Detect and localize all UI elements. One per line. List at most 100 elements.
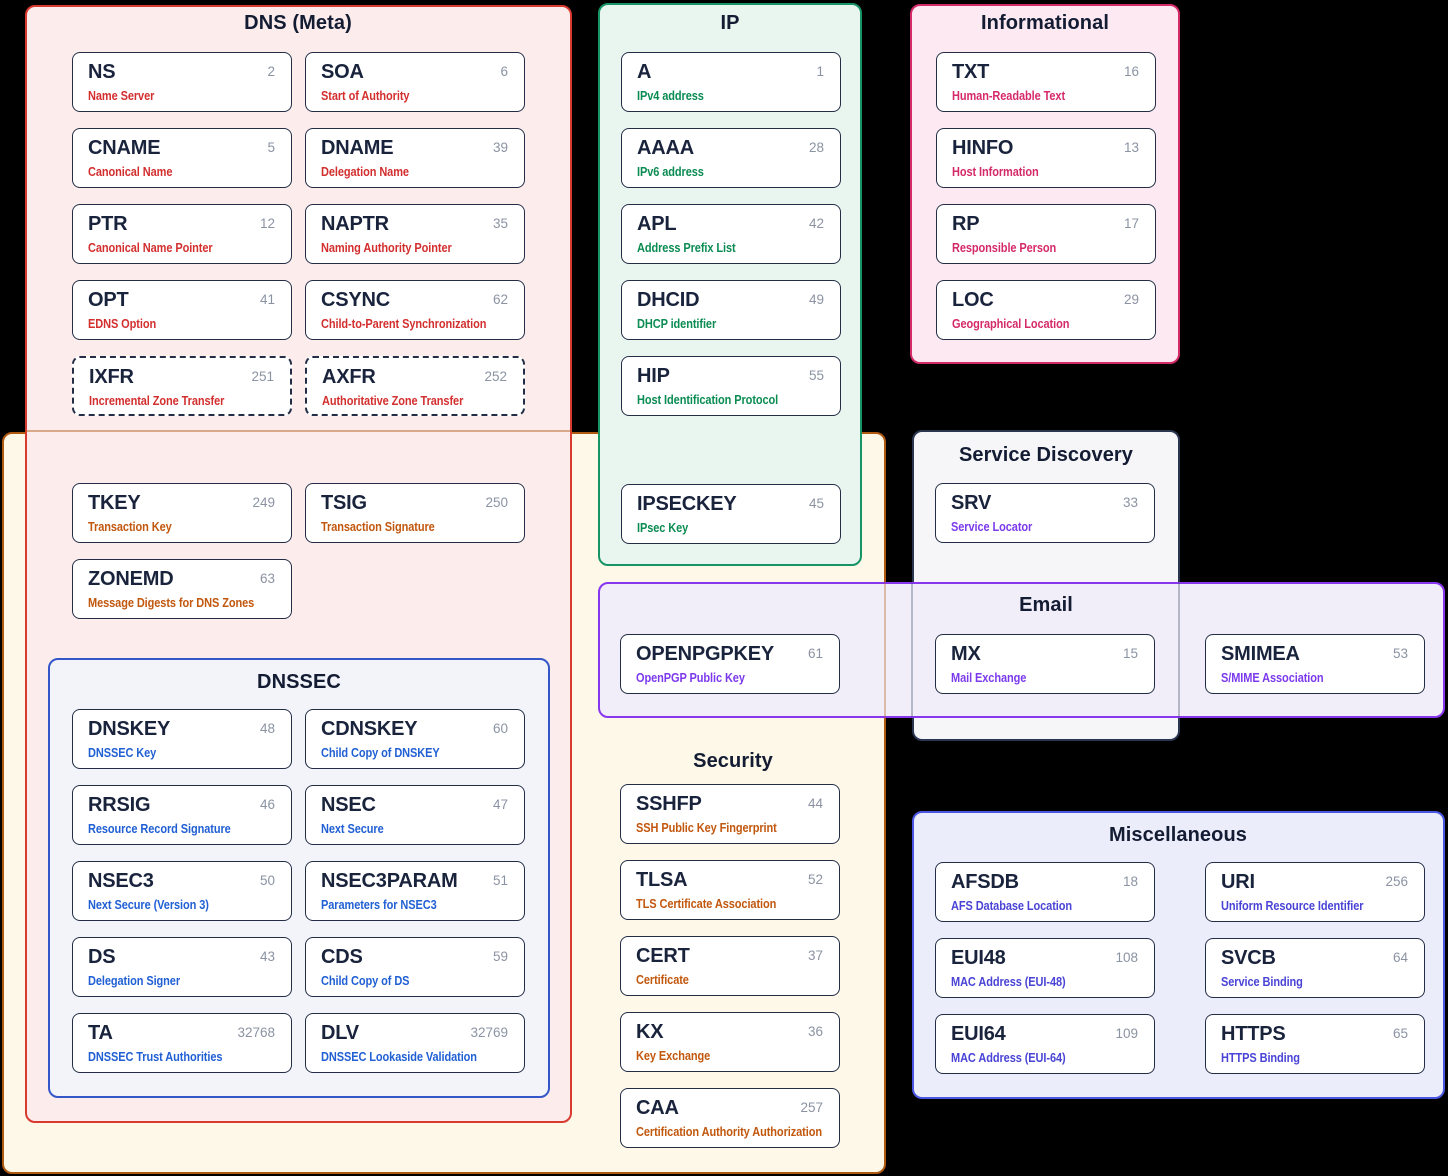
record-description: SSH Public Key Fingerprint — [636, 821, 777, 835]
record-description: Human-Readable Text — [952, 89, 1066, 103]
record-type-id: 59 — [492, 949, 508, 964]
record-description: Message Digests for DNS Zones — [88, 596, 255, 610]
record-type-id: 5 — [267, 140, 275, 155]
record-type-id: 45 — [808, 496, 824, 511]
record-type: LOC — [952, 289, 994, 311]
category-title-email: Email — [1019, 594, 1073, 616]
record-type-id: 15 — [1122, 646, 1138, 661]
record-description: AFS Database Location — [951, 899, 1073, 913]
record-type: AAAA — [637, 137, 694, 159]
record-type-id: 46 — [259, 797, 275, 812]
record-type: TLSA — [636, 869, 688, 891]
record-type: NSEC — [321, 794, 376, 816]
record-description: Authoritative Zone Transfer — [322, 394, 464, 408]
record-type-id: 36 — [807, 1024, 823, 1039]
record-type-id: 64 — [1392, 950, 1408, 965]
record-type: IXFR — [89, 366, 134, 388]
record-type-id: 49 — [808, 292, 824, 307]
record-type: TA — [88, 1022, 113, 1044]
record-type: NAPTR — [321, 213, 389, 235]
box-border-overlap-line — [911, 583, 913, 717]
record-type-id: 52 — [807, 872, 823, 887]
record-description: Resource Record Signature — [88, 822, 231, 836]
record-type: CNAME — [88, 137, 161, 159]
record-type: EUI64 — [951, 1023, 1006, 1045]
record-description: IPv6 address — [637, 165, 704, 179]
record-description: DHCP identifier — [637, 317, 717, 331]
record-description: Uniform Resource Identifier — [1221, 899, 1364, 913]
record-description: Key Exchange — [636, 1049, 711, 1063]
record-type: A — [637, 61, 652, 83]
record-type: DNSKEY — [88, 718, 171, 740]
record-type-id: 17 — [1123, 216, 1139, 231]
record-type: CDS — [321, 946, 363, 968]
record-type-id: 252 — [484, 369, 507, 384]
record-type-id: 16 — [1123, 64, 1139, 79]
record-type: URI — [1221, 871, 1255, 893]
record-type-id: 44 — [807, 796, 823, 811]
record-description: EDNS Option — [88, 317, 157, 331]
record-type-id: 18 — [1122, 874, 1138, 889]
record-type-id: 6 — [500, 64, 508, 79]
record-type: CERT — [636, 945, 690, 967]
record-description: IPv4 address — [637, 89, 704, 103]
record-type-id: 29 — [1123, 292, 1139, 307]
record-type: TXT — [952, 61, 990, 83]
record-type: SRV — [951, 492, 992, 514]
record-description: MAC Address (EUI-48) — [951, 975, 1066, 989]
record-description: HTTPS Binding — [1221, 1051, 1300, 1065]
category-title-security: Security — [693, 750, 773, 772]
record-type-id: 60 — [492, 721, 508, 736]
record-description: Name Server — [88, 89, 155, 103]
record-description: Child Copy of DS — [321, 974, 410, 988]
box-border-overlap-line — [25, 430, 572, 432]
record-description: DNSSEC Trust Authorities — [88, 1050, 223, 1064]
record-type: CSYNC — [321, 289, 391, 311]
record-type: ZONEMD — [88, 568, 174, 590]
record-type: RRSIG — [88, 794, 151, 816]
record-type-id: 53 — [1392, 646, 1408, 661]
box-border-overlap-line — [884, 583, 886, 717]
record-type-id: 32768 — [237, 1025, 275, 1040]
record-type-id: 48 — [259, 721, 275, 736]
record-type-id: 249 — [252, 495, 275, 510]
record-type-id: 1 — [816, 64, 824, 79]
record-description: Transaction Key — [88, 520, 172, 534]
record-type: HTTPS — [1221, 1023, 1286, 1045]
record-type-id: 39 — [492, 140, 508, 155]
record-description: MAC Address (EUI-64) — [951, 1051, 1066, 1065]
record-description: Canonical Name Pointer — [88, 241, 213, 255]
record-type: DLV — [321, 1022, 359, 1044]
record-type: CDNSKEY — [321, 718, 418, 740]
record-description: Host Identification Protocol — [637, 393, 779, 407]
record-description: Incremental Zone Transfer — [89, 394, 225, 408]
category-title-dns-meta: DNS (Meta) — [244, 12, 352, 34]
record-type-id: 108 — [1115, 950, 1138, 965]
record-description: Child Copy of DNSKEY — [321, 746, 440, 760]
